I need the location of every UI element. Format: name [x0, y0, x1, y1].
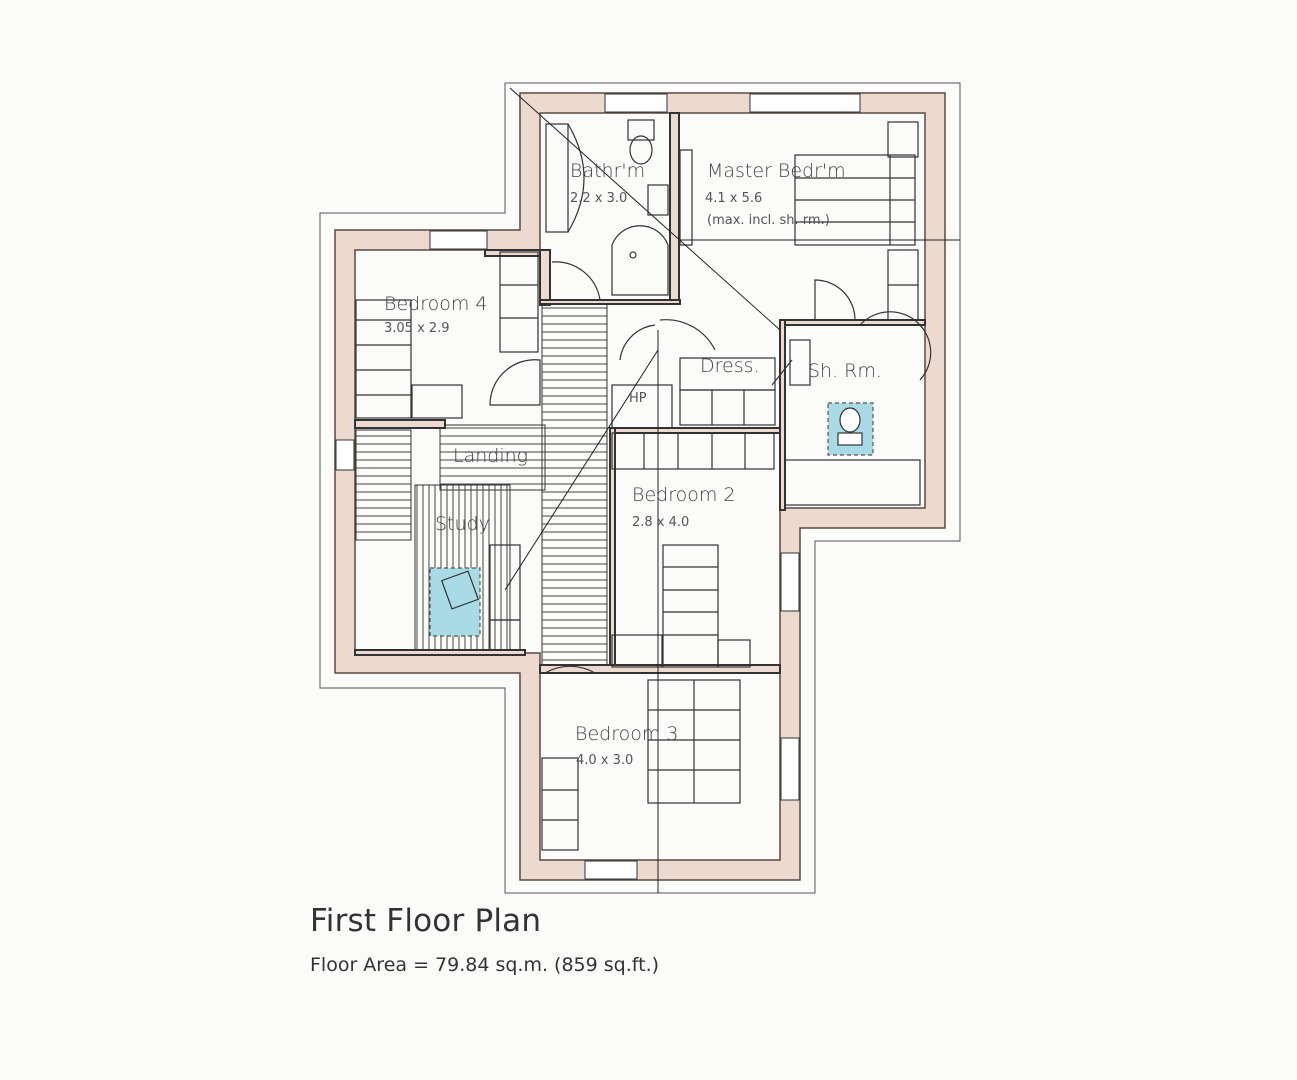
- bathroom-label: Bathr'm: [570, 160, 645, 182]
- bedroom-4-label: Bedroom 4: [384, 293, 487, 315]
- bedroom-3-size: 4.0 x 3.0: [576, 753, 633, 768]
- landing-label: Landing: [453, 445, 528, 467]
- master-bedroom-label: Master Bedr'm: [707, 160, 846, 182]
- windows: [335, 93, 861, 880]
- study-label: Study: [435, 513, 490, 535]
- master-bedroom-size: 4.1 x 5.6: [705, 191, 762, 206]
- roof-hip-lines: [504, 87, 960, 893]
- shower-room-label: Sh. Rm.: [808, 360, 882, 382]
- master-bedroom-note: (max. incl. sh. rm.): [707, 213, 830, 228]
- bedroom-3-furniture: [541, 665, 741, 851]
- bathroom-size: 2.2 x 3.0: [570, 191, 627, 206]
- dressing-fixtures: [611, 357, 776, 429]
- bathroom-fixtures: [545, 119, 669, 296]
- shower-room-fixtures: [784, 311, 932, 506]
- master-bedroom-furniture: [679, 121, 919, 321]
- hot-press-label: HP: [629, 391, 647, 406]
- stairs-landing: [439, 424, 546, 491]
- plan-title: First Floor Plan: [310, 903, 542, 939]
- bedroom-2-label: Bedroom 2: [632, 484, 735, 506]
- dressing-label: Dress.: [700, 355, 760, 377]
- bedroom-4-furniture: [355, 251, 601, 419]
- exterior-wall: [334, 92, 946, 881]
- bedroom-2-size: 2.8 x 4.0: [632, 515, 689, 530]
- stairs-main: [541, 299, 608, 671]
- stairs-left: [355, 429, 412, 541]
- study-furniture: [429, 544, 521, 651]
- bedroom-2-furniture: [611, 432, 775, 668]
- roof-outline: [319, 82, 961, 894]
- bedroom-4-size: 3.05 x 2.9: [384, 321, 450, 336]
- floor-area-label: Floor Area = 79.84 sq.m. (859 sq.ft.): [310, 954, 660, 976]
- bedroom-3-label: Bedroom 3: [575, 723, 678, 745]
- door-swings: [619, 319, 793, 386]
